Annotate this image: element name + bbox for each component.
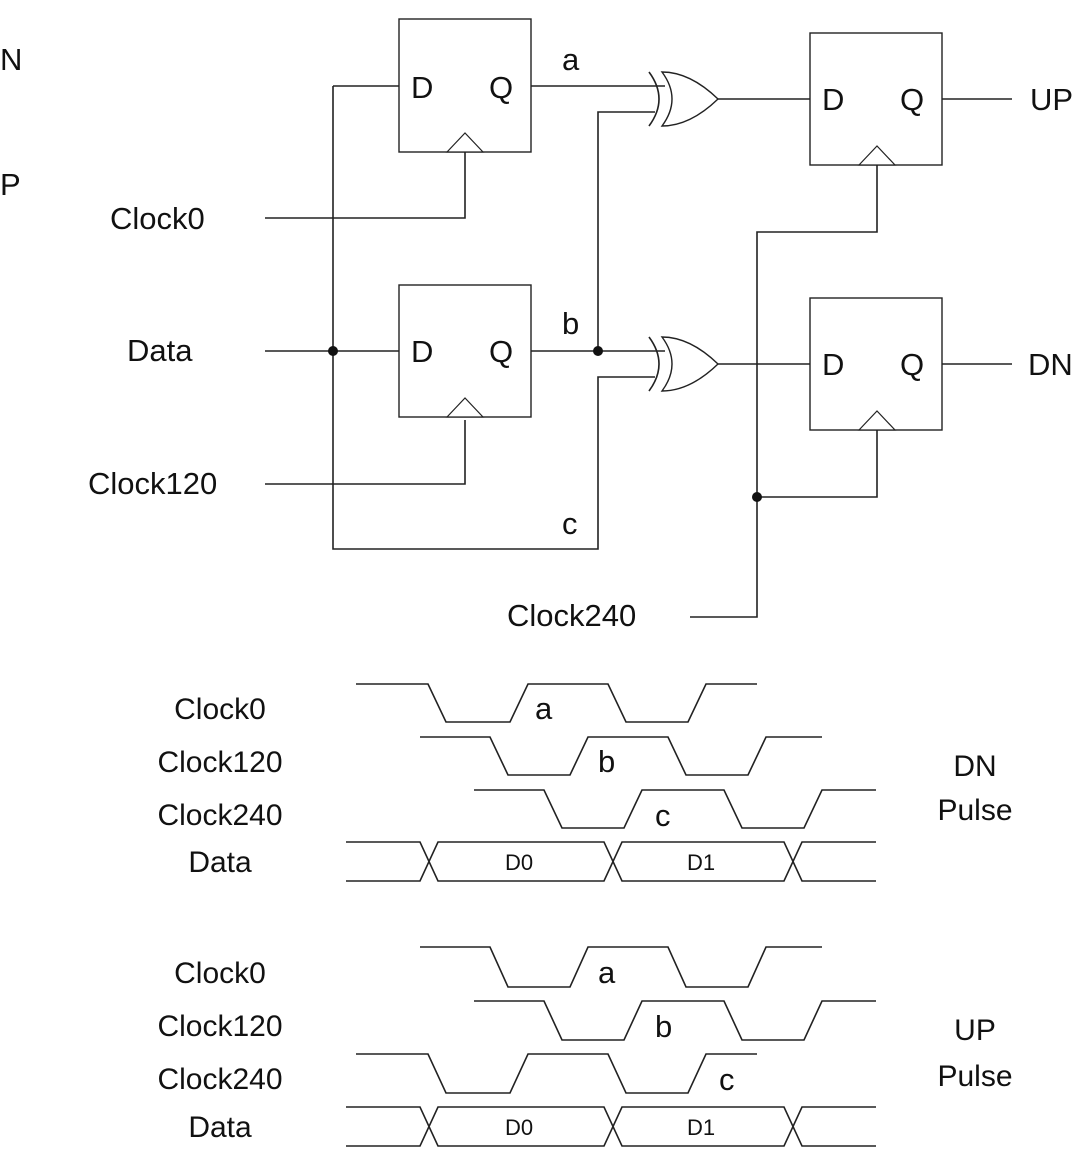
ff1-q-label: Q — [489, 70, 513, 105]
waveform-data — [346, 841, 876, 882]
caption-line-1: UP — [954, 1014, 996, 1047]
xor-gate-lower — [648, 336, 720, 392]
flip-flop-dn: D Q — [809, 297, 943, 431]
junction-clock240 — [752, 492, 762, 502]
input-label-clock0: Clock0 — [110, 201, 205, 236]
edge-label-c: c — [655, 798, 671, 833]
timing-diagram-dn: Clock0 Clock120 Clock240 Data a b c D0 D… — [157, 683, 1013, 882]
waveform-clock0 — [356, 683, 757, 723]
ff1-d-label: D — [411, 70, 433, 105]
timing-up-row-label: Clock240 — [157, 1063, 282, 1096]
wire-clock240 — [690, 163, 878, 618]
edge-label-c: c — [719, 1062, 735, 1097]
data-word-d0: D0 — [505, 1115, 533, 1140]
edge-text-top: N — [0, 42, 22, 77]
timing-up-row-label: Clock0 — [174, 957, 266, 990]
junction-data — [328, 346, 338, 356]
wire-clock120 — [265, 420, 466, 485]
timing-up-row-label: Data — [188, 1111, 252, 1144]
flip-flop-up: D Q — [809, 32, 943, 166]
waveform-clock240 — [356, 1053, 757, 1094]
ff2-q-label: Q — [489, 334, 513, 369]
timing-diagram-up: Clock0 Clock120 Clock240 Data a b c D0 D… — [157, 946, 1013, 1147]
edge-label-b: b — [655, 1009, 672, 1044]
waveform-clock0 — [420, 946, 822, 988]
edge-label-a: a — [598, 955, 616, 990]
data-word-d1: D1 — [687, 850, 715, 875]
caption-line-2: Pulse — [937, 1060, 1012, 1093]
wire-clock0 — [265, 138, 466, 219]
xor-gate-upper — [648, 71, 720, 127]
output-label-up: UP — [1030, 82, 1073, 117]
input-label-clock240: Clock240 — [507, 598, 636, 633]
timing-dn-row-label: Data — [188, 846, 252, 879]
edge-label-b: b — [598, 744, 615, 779]
timing-up-row-label: Clock120 — [157, 1010, 282, 1043]
data-word-d0: D0 — [505, 850, 533, 875]
caption-line-2: Pulse — [937, 794, 1012, 827]
timing-dn-row-label: Clock240 — [157, 799, 282, 832]
net-label-c: c — [562, 506, 578, 541]
edge-label-a: a — [535, 691, 553, 726]
edge-text-bottom: P — [0, 167, 21, 202]
net-label-a: a — [562, 42, 580, 77]
timing-dn-row-label: Clock0 — [174, 693, 266, 726]
waveform-clock120 — [420, 736, 822, 776]
flip-flop-clock0: D Q — [398, 18, 532, 153]
waveform-data — [346, 1106, 876, 1147]
waveform-clock240 — [474, 789, 876, 829]
ff4-d-label: D — [822, 347, 844, 382]
wire-data-loop — [332, 85, 655, 550]
ff3-d-label: D — [822, 82, 844, 117]
ff4-q-label: Q — [900, 347, 924, 382]
waveform-clock120 — [474, 1000, 876, 1041]
data-word-d1: D1 — [687, 1115, 715, 1140]
junction-b — [593, 346, 603, 356]
timing-dn-row-label: Clock120 — [157, 746, 282, 779]
ff3-q-label: Q — [900, 82, 924, 117]
ff2-d-label: D — [411, 334, 433, 369]
caption-line-1: DN — [953, 750, 996, 783]
net-label-b: b — [562, 306, 579, 341]
wire-b — [531, 111, 665, 352]
flip-flop-clock120: D Q — [398, 284, 532, 418]
output-label-dn: DN — [1028, 347, 1073, 382]
input-label-clock120: Clock120 — [88, 466, 217, 501]
schematic: D Q D Q D Q D Q Clock0 Data Clock120 Clo… — [88, 18, 1073, 633]
input-label-data: Data — [127, 333, 193, 368]
